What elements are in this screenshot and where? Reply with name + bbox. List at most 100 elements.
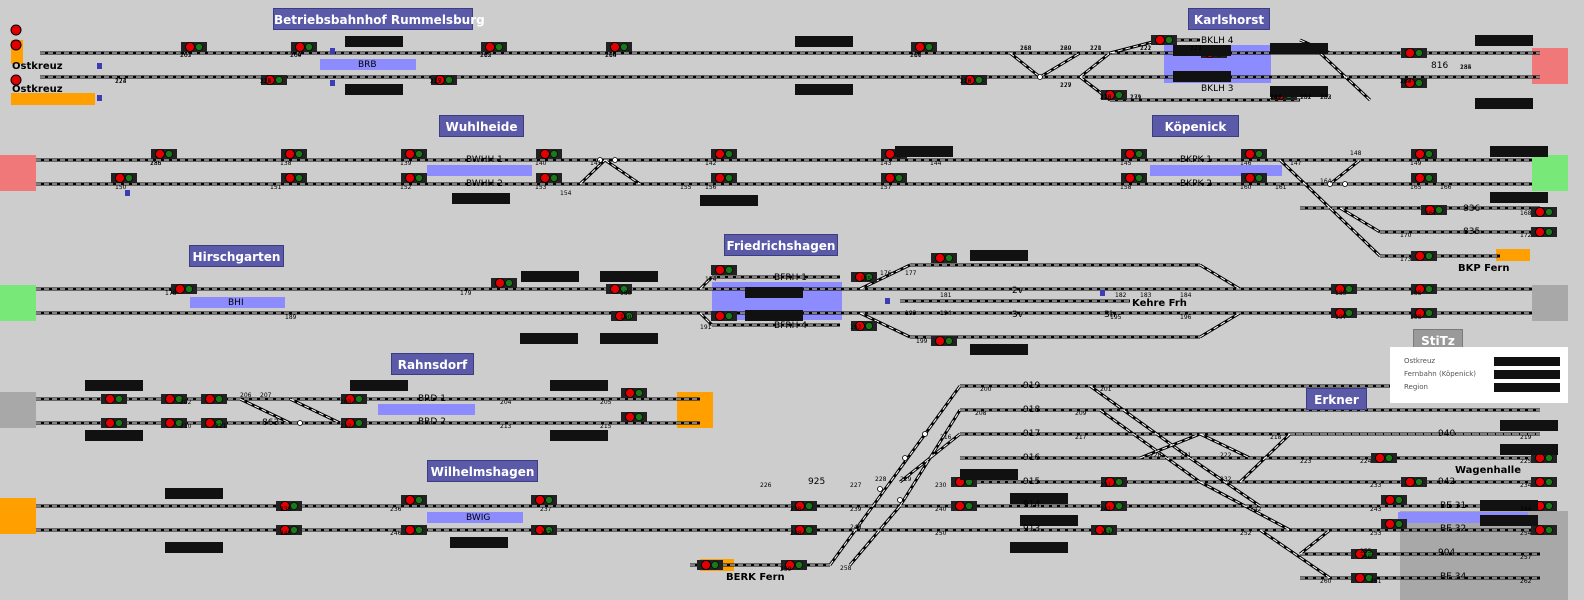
signal-green-aspect[interactable]: [1395, 496, 1403, 504]
signal-red-aspect[interactable]: [855, 272, 865, 282]
signal-green-aspect[interactable]: [1415, 49, 1423, 57]
signal-red-aspect[interactable]: [115, 173, 125, 183]
turnout[interactable]: [922, 431, 928, 437]
signal-green-aspect[interactable]: [1115, 502, 1123, 510]
signal-green-aspect[interactable]: [175, 395, 183, 403]
train-number-display[interactable]: [1480, 500, 1538, 511]
train-number-display[interactable]: [1173, 45, 1231, 56]
signal-red-aspect[interactable]: [540, 173, 550, 183]
signal-red-aspect[interactable]: [701, 560, 711, 570]
signal-red-aspect[interactable]: [1125, 149, 1135, 159]
signal-red-aspect[interactable]: [345, 418, 355, 428]
train-number-display[interactable]: [745, 310, 803, 321]
signal-red-aspect[interactable]: [715, 173, 725, 183]
signal-red-aspect[interactable]: [405, 495, 415, 505]
signal-green-aspect[interactable]: [115, 419, 123, 427]
signal-green-aspect[interactable]: [1165, 36, 1173, 44]
signal-green-aspect[interactable]: [290, 502, 298, 510]
signal-red-aspect[interactable]: [1535, 207, 1545, 217]
turnout[interactable]: [1327, 181, 1333, 187]
signal-green-aspect[interactable]: [635, 413, 643, 421]
signal-green-aspect[interactable]: [895, 174, 903, 182]
signal-red-aspect[interactable]: [485, 42, 495, 52]
signal-green-aspect[interactable]: [505, 279, 513, 287]
turnout[interactable]: [1342, 181, 1348, 187]
edge-rahnsdorf-west[interactable]: [0, 392, 36, 428]
signal-red-aspect[interactable]: [105, 418, 115, 428]
signal-green-aspect[interactable]: [620, 43, 628, 51]
signal-green-aspect[interactable]: [620, 285, 628, 293]
signal-green-aspect[interactable]: [290, 526, 298, 534]
signal-red-aspect[interactable]: [280, 525, 290, 535]
signal-red-aspect[interactable]: [165, 394, 175, 404]
turnout[interactable]: [877, 486, 883, 492]
signal-green-aspect[interactable]: [1395, 520, 1403, 528]
signal-green-aspect[interactable]: [355, 419, 363, 427]
signal-green-aspect[interactable]: [975, 76, 983, 84]
train-number-display[interactable]: [165, 542, 223, 553]
signal-red-aspect[interactable]: [285, 149, 295, 159]
signal-green-aspect[interactable]: [355, 395, 363, 403]
station-label-wilhelmshagen[interactable]: Wilhelmshagen: [427, 460, 538, 482]
signal-green-aspect[interactable]: [1135, 174, 1143, 182]
signal-red-aspect[interactable]: [885, 149, 895, 159]
signal-red-aspect[interactable]: [1415, 308, 1425, 318]
train-number-display[interactable]: [1475, 98, 1533, 109]
train-number-display[interactable]: [895, 146, 953, 157]
signal-green-aspect[interactable]: [295, 174, 303, 182]
signal-green-aspect[interactable]: [1545, 478, 1553, 486]
signal-red-aspect[interactable]: [205, 418, 215, 428]
signal-red-aspect[interactable]: [405, 525, 415, 535]
train-number-display[interactable]: [960, 469, 1018, 480]
signal-green-aspect[interactable]: [1135, 150, 1143, 158]
signal-green-aspect[interactable]: [1545, 228, 1553, 236]
signal-red-aspect[interactable]: [405, 173, 415, 183]
train-number-display[interactable]: [1475, 35, 1533, 46]
signal-green-aspect[interactable]: [1425, 285, 1433, 293]
signal-red-aspect[interactable]: [855, 321, 865, 331]
train-number-display[interactable]: [1010, 542, 1068, 553]
signal-red-aspect[interactable]: [615, 311, 625, 321]
edge-wuhlheide-west[interactable]: [0, 155, 36, 191]
train-number-display[interactable]: [521, 271, 579, 282]
train-number-display[interactable]: [345, 36, 403, 47]
signal-red-aspect[interactable]: [1245, 149, 1255, 159]
signal-green-aspect[interactable]: [1435, 206, 1443, 214]
terminal-signal[interactable]: [10, 24, 22, 36]
signal-red-aspect[interactable]: [1355, 549, 1365, 559]
train-number-display[interactable]: [1270, 43, 1328, 54]
signal-red-aspect[interactable]: [1415, 149, 1425, 159]
signal-red-aspect[interactable]: [435, 75, 445, 85]
train-number-display[interactable]: [600, 271, 658, 282]
train-number-display[interactable]: [970, 250, 1028, 261]
signal-green-aspect[interactable]: [805, 526, 813, 534]
signal-red-aspect[interactable]: [495, 278, 505, 288]
signal-red-aspect[interactable]: [795, 525, 805, 535]
signal-red-aspect[interactable]: [1355, 573, 1365, 583]
signal-red-aspect[interactable]: [1155, 35, 1165, 45]
signal-green-aspect[interactable]: [1255, 174, 1263, 182]
signal-red-aspect[interactable]: [1095, 525, 1105, 535]
signal-green-aspect[interactable]: [725, 150, 733, 158]
signal-red-aspect[interactable]: [535, 525, 545, 535]
signal-green-aspect[interactable]: [125, 174, 133, 182]
train-number-display[interactable]: [1270, 86, 1328, 97]
signal-green-aspect[interactable]: [1545, 454, 1553, 462]
signal-green-aspect[interactable]: [295, 150, 303, 158]
station-label-friedrichshagen[interactable]: Friedrichshagen: [724, 234, 838, 256]
signal-green-aspect[interactable]: [945, 254, 953, 262]
signal-green-aspect[interactable]: [1385, 454, 1393, 462]
signal-red-aspect[interactable]: [535, 495, 545, 505]
station-label-rummelsburg[interactable]: Betriebsbahnhof Rummelsburg: [273, 8, 485, 30]
train-number-display[interactable]: [1173, 71, 1231, 82]
turnout[interactable]: [902, 455, 908, 461]
signal-green-aspect[interactable]: [415, 496, 423, 504]
signal-red-aspect[interactable]: [1105, 501, 1115, 511]
signal-green-aspect[interactable]: [445, 76, 453, 84]
station-label-rahnsdorf[interactable]: Rahnsdorf: [391, 353, 474, 375]
signal-green-aspect[interactable]: [545, 526, 553, 534]
signal-red-aspect[interactable]: [795, 501, 805, 511]
signal-red-aspect[interactable]: [1535, 525, 1545, 535]
signal-red-aspect[interactable]: [915, 42, 925, 52]
signal-green-aspect[interactable]: [215, 419, 223, 427]
